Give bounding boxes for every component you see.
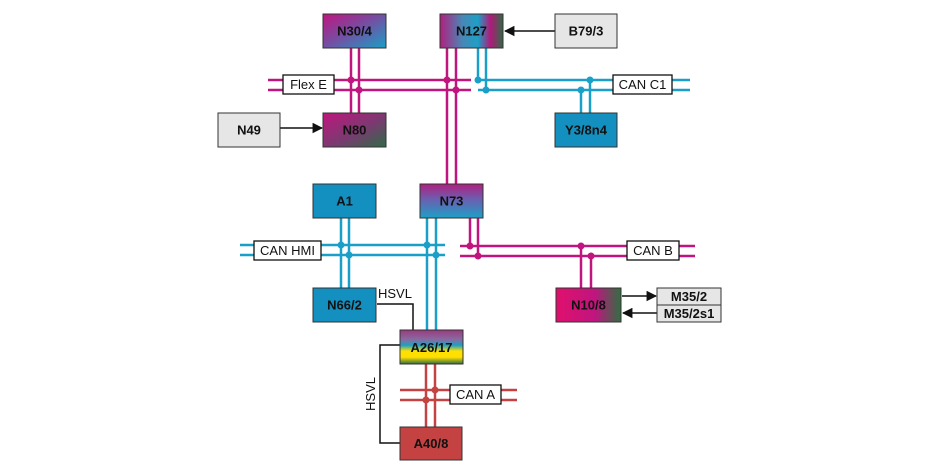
flex-e-junctions — [347, 76, 460, 94]
can-c1-junctions — [474, 76, 594, 94]
ecu-a1: A1 — [312, 183, 377, 219]
can-b-label: CAN B — [633, 243, 673, 258]
ecu-y3-8n4-label: Y3/8n4 — [565, 123, 608, 138]
flex-e-label: Flex E — [290, 77, 327, 92]
hsvl-top-label: HSVL — [378, 286, 412, 301]
ecu-n73: N73 — [419, 183, 484, 219]
ecu-b79-3-label: B79/3 — [569, 24, 604, 39]
can-hmi-label-box: CAN HMI — [253, 240, 322, 261]
ecu-n30-4-label: N30/4 — [337, 24, 372, 39]
ecu-n80-label: N80 — [343, 123, 367, 138]
ecu-m35-2s1: M35/2s1 — [656, 304, 722, 323]
ecu-n49: N49 — [217, 112, 281, 148]
ecu-m35-2: M35/2 — [656, 287, 722, 306]
arrows — [280, 25, 658, 319]
ecu-y3-8n4: Y3/8n4 — [554, 112, 618, 148]
ecu-n80: N80 — [322, 112, 387, 148]
ecu-a1-label: A1 — [336, 194, 353, 209]
hsvl-links — [377, 303, 414, 444]
ecu-n73-label: N73 — [440, 194, 464, 209]
ecu-a40-8: A40/8 — [399, 426, 463, 461]
can-a-label-box: CAN A — [449, 384, 502, 405]
ecu-m35-2-label: M35/2 — [671, 289, 707, 304]
can-hmi-junctions — [337, 241, 440, 259]
ecu-n49-label: N49 — [237, 123, 261, 138]
ecu-n10-8-label: N10/8 — [571, 298, 606, 313]
ecu-n66-2: N66/2 — [312, 287, 377, 323]
ecu-n66-2-label: N66/2 — [327, 298, 362, 313]
ecu-n127: N127 — [439, 13, 504, 49]
ecu-n10-8: N10/8 — [555, 287, 622, 323]
can-c1-label: CAN C1 — [619, 77, 667, 92]
ecu-a26-17: A26/17 — [399, 329, 464, 365]
can-b-junctions — [466, 242, 595, 260]
ecu-m35-2s1-label: M35/2s1 — [664, 306, 715, 321]
can-a-junctions — [422, 386, 439, 404]
can-c1-label-box: CAN C1 — [612, 74, 673, 95]
ecu-b79-3: B79/3 — [554, 13, 618, 49]
ecu-n30-4: N30/4 — [322, 13, 387, 49]
can-b-label-box: CAN B — [626, 240, 680, 261]
ecu-a26-17-label: A26/17 — [411, 340, 453, 355]
hsvl-left-label: HSVL — [363, 377, 378, 411]
can-a-label: CAN A — [456, 387, 495, 402]
ecu-n127-label: N127 — [456, 24, 487, 39]
n127-n73-connection — [445, 48, 458, 184]
flex-e-label-box: Flex E — [282, 74, 335, 95]
ecu-a40-8-label: A40/8 — [414, 436, 449, 451]
can-hmi-label: CAN HMI — [260, 243, 315, 258]
